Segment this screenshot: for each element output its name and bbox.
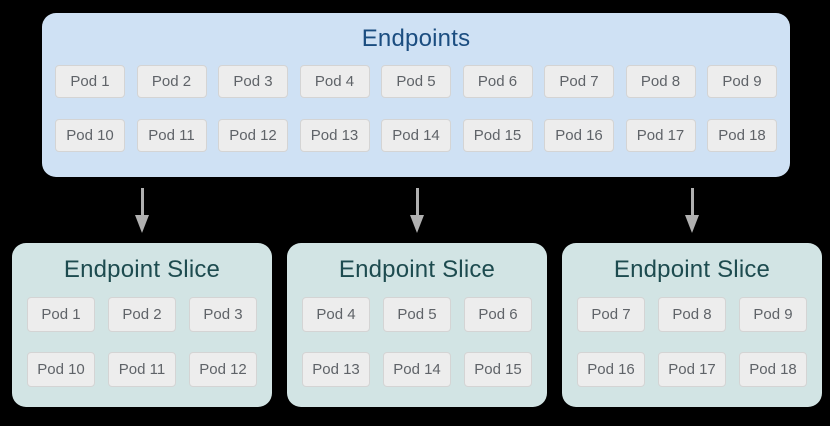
pod-box: Pod 10 [27,352,95,387]
arrow-head [410,215,424,233]
endpoint-slice-title: Endpoint Slice [63,256,221,283]
endpoint-slice-box-3: Endpoint Slice Pod 7 Pod 8 Pod 9 Pod 16 … [562,243,822,407]
endpoint-slice-box-1: Endpoint Slice Pod 1 Pod 2 Pod 3 Pod 10 … [12,243,272,407]
arrow-head [135,215,149,233]
pod-box: Pod 6 [462,65,533,98]
slice-pod-row-2: Pod 16 Pod 17 Pod 18 [572,352,812,387]
pod-box: Pod 14 [383,352,451,387]
pod-box: Pod 5 [381,65,451,98]
arrow-shaft [415,188,419,216]
slice-pod-row-1: Pod 1 Pod 2 Pod 3 [22,297,262,332]
pod-box: Pod 15 [464,352,532,387]
endpoint-slice-title: Endpoint Slice [338,256,496,283]
slice-pod-row-1: Pod 4 Pod 5 Pod 6 [297,297,537,332]
pod-box: Pod 17 [625,119,696,152]
pod-box: Pod 6 [464,297,532,332]
pod-box: Pod 3 [218,65,288,98]
arrow-shaft [690,188,694,216]
pod-box: Pod 2 [136,65,207,98]
endpoints-title: Endpoints [361,25,471,52]
pod-box: Pod 13 [299,119,370,152]
slice-pod-row-1: Pod 7 Pod 8 Pod 9 [572,297,812,332]
pod-box: Pod 3 [189,297,257,332]
arrow-head [685,215,699,233]
pod-box: Pod 12 [218,119,288,152]
pod-box: Pod 4 [302,297,370,332]
pod-box: Pod 8 [658,297,726,332]
pod-box: Pod 10 [55,119,125,152]
endpoints-pod-row-2: Pod 10 Pod 11 Pod 12 Pod 13 Pod 14 Pod 1… [55,119,777,152]
pod-box: Pod 9 [707,65,777,98]
endpoints-pod-row-1: Pod 1 Pod 2 Pod 3 Pod 4 Pod 5 Pod 6 Pod … [55,65,777,98]
pod-box: Pod 8 [625,65,696,98]
pod-box: Pod 9 [739,297,807,332]
pod-box: Pod 16 [577,352,645,387]
pod-box: Pod 17 [658,352,726,387]
pod-box: Pod 11 [108,352,176,387]
endpoints-box: Endpoints Pod 1 Pod 2 Pod 3 Pod 4 Pod 5 … [42,13,790,177]
pod-box: Pod 1 [27,297,95,332]
pod-box: Pod 14 [381,119,451,152]
pod-box: Pod 1 [55,65,125,98]
pod-box: Pod 4 [299,65,370,98]
pod-box: Pod 16 [544,119,614,152]
arrow-down-icon [410,188,424,233]
pod-box: Pod 11 [136,119,207,152]
pod-box: Pod 5 [383,297,451,332]
pod-box: Pod 2 [108,297,176,332]
arrow-down-icon [685,188,699,233]
pod-box: Pod 13 [302,352,370,387]
endpoint-slice-box-2: Endpoint Slice Pod 4 Pod 5 Pod 6 Pod 13 … [287,243,547,407]
slice-pod-row-2: Pod 10 Pod 11 Pod 12 [22,352,262,387]
pod-box: Pod 18 [707,119,777,152]
pod-box: Pod 7 [544,65,614,98]
pod-box: Pod 15 [462,119,533,152]
slice-pod-row-2: Pod 13 Pod 14 Pod 15 [297,352,537,387]
arrow-shaft [140,188,144,216]
endpoint-slice-title: Endpoint Slice [613,256,771,283]
pod-box: Pod 12 [189,352,257,387]
pod-box: Pod 7 [577,297,645,332]
pod-box: Pod 18 [739,352,807,387]
arrow-down-icon [135,188,149,233]
